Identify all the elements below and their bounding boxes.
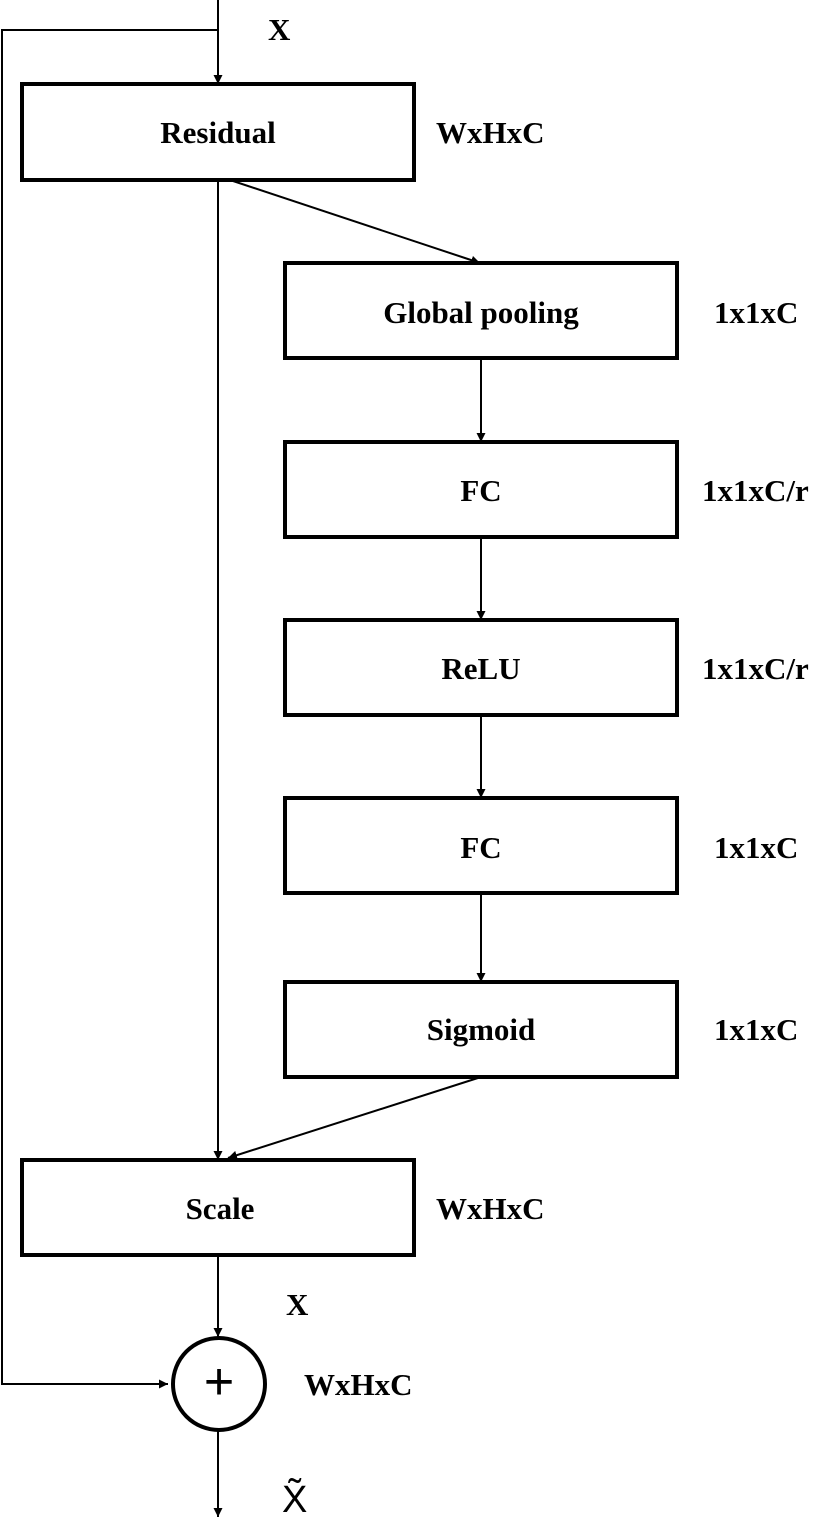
sigmoid-block (283, 980, 679, 1079)
global-pooling-label: Global pooling (383, 295, 579, 330)
sigmoid-to-scale-arrow (227, 1076, 482, 1160)
fc1-dim: 1x1xC/r (702, 473, 809, 508)
scale-dim: WxHxC (436, 1191, 545, 1226)
relu-block (283, 618, 679, 717)
plus-icon: + (204, 1353, 234, 1411)
sum-dim: WxHxC (304, 1367, 413, 1402)
fc2-dim: 1x1xC (714, 830, 798, 865)
output-label: X̃ (282, 1478, 307, 1519)
global-pooling-block (283, 261, 679, 360)
scale-label: Scale (186, 1191, 255, 1226)
skip-connection (1, 29, 218, 1389)
input-label: X (268, 12, 291, 47)
scale-output-label: X (286, 1287, 309, 1322)
relu-label: ReLU (441, 651, 520, 686)
sigmoid-label: Sigmoid (427, 1012, 536, 1047)
fc2-block (283, 796, 679, 895)
relu-dim: 1x1xC/r (702, 651, 809, 686)
residual-dim: WxHxC (436, 115, 545, 150)
residual-block (20, 82, 416, 182)
residual-label: Residual (160, 115, 276, 150)
sigmoid-dim: 1x1xC (714, 1012, 798, 1047)
residual-to-pooling-arrow (229, 179, 481, 265)
fc1-block (283, 440, 679, 539)
global-pooling-dim: 1x1xC (714, 295, 798, 330)
scale-block (20, 1158, 416, 1257)
fc1-label: FC (460, 473, 501, 508)
fc2-label: FC (460, 830, 501, 865)
